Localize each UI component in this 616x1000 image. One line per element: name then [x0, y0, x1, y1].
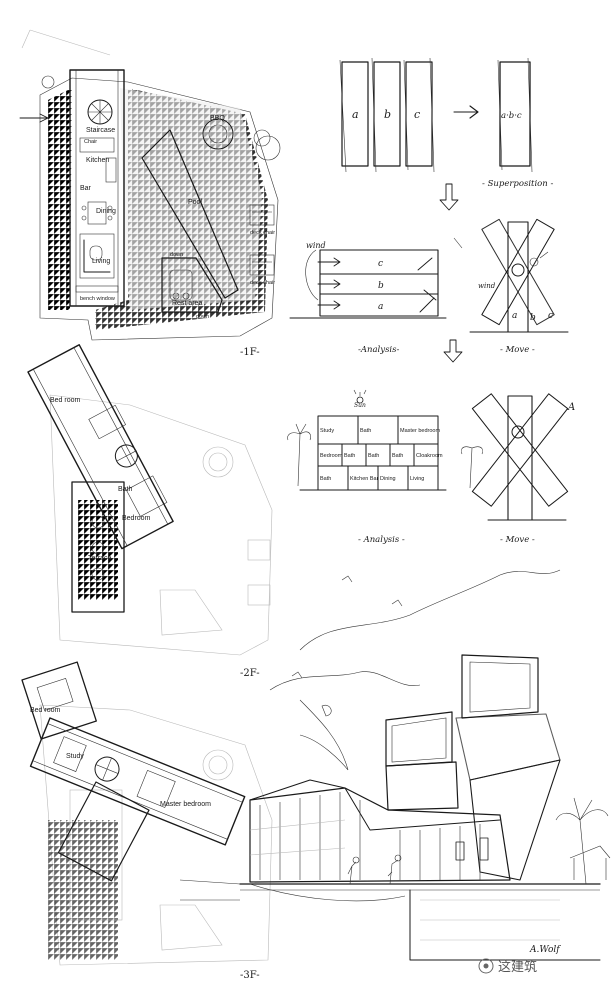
room-stair-label: Staircase	[86, 127, 115, 134]
room-block	[407, 465, 439, 491]
move-diagram-2: A - Move -	[471, 393, 575, 545]
strip-a-label: a	[352, 108, 359, 121]
room-block-label: Bath	[344, 453, 355, 459]
tower-box-top	[461, 654, 539, 719]
strip-rotated-2f	[27, 344, 174, 550]
layer-c-label: c	[378, 259, 383, 269]
room-block-label: Dining	[380, 476, 396, 482]
room-bar-label: Bar	[80, 185, 92, 192]
room-terrace-2f-label: Terrace	[88, 555, 111, 562]
superposition-caption: - Superposition -	[482, 179, 553, 189]
site-outline-3f	[39, 704, 273, 966]
strip-merged-label: a·b·c	[501, 111, 522, 121]
analysis-caption-1: -Analysis-	[358, 345, 400, 355]
room-deck2-label: deck chair	[250, 280, 275, 286]
room-down2-label: down	[196, 314, 209, 320]
watermark: 这建筑	[478, 958, 537, 975]
arrow-right	[453, 105, 479, 119]
room-master-3f-label: Master bedroom	[160, 801, 211, 808]
strip-top-3f	[21, 661, 97, 740]
strip-main-3f	[29, 717, 246, 846]
watermark-text: 这建筑	[498, 959, 537, 975]
strip-a	[341, 61, 369, 167]
plan-2f: Bed room Bath Bedroom Terrace -2F-	[27, 344, 273, 679]
room-pool-label: Pool	[188, 199, 202, 206]
room-bedroom-3f-label: Bed room	[30, 707, 61, 714]
move1-b-label: b	[530, 313, 536, 323]
move1-a-label: a	[512, 311, 517, 321]
floor-grid-1f	[48, 88, 72, 310]
layer-a-label: a	[378, 302, 383, 312]
main-volume	[249, 787, 511, 883]
analysis-caption-2: - Analysis -	[358, 535, 405, 545]
strip-secondary-3f	[57, 781, 150, 882]
plan-3f: Bed room Study Master bedroom -3F-	[21, 661, 273, 981]
room-living-label: Living	[92, 258, 110, 265]
room-deck1-label: deck chair	[250, 230, 275, 236]
room-bedroom-2f-label: Bed room	[50, 397, 81, 404]
room-block-label: Master bedroom	[400, 428, 440, 434]
room-block-label: Bath	[320, 476, 331, 482]
move-caption-2: - Move -	[500, 535, 535, 545]
move-diagram-1: a b c wind - Move -	[453, 218, 569, 355]
move1-c-label: c	[548, 311, 553, 321]
room-block-label: Study	[320, 428, 334, 434]
room-down1-label: down	[170, 252, 183, 258]
floor-label-3f: -3F-	[240, 970, 260, 981]
arrow-down-1	[439, 183, 459, 211]
sun-label: Sun	[354, 402, 366, 409]
room-block-label: Living	[410, 476, 424, 482]
plan-1f: Staircase Chair Kitchen Bar Dining Livin…	[19, 29, 281, 358]
room-bath-2f-label: Bath	[118, 486, 133, 493]
room-block-label: Bath	[360, 428, 371, 434]
floor-label-1f: -1F-	[240, 347, 260, 358]
room-block-label: Bath	[392, 453, 403, 459]
analysis-diagram-1: c b a wind -Analysis-	[289, 241, 463, 363]
room-bbq-label: BBQ	[210, 115, 225, 122]
room-block-label: Cloakroom	[416, 453, 443, 459]
superposition-diagram: a b c a·b·c - Superposition -	[339, 57, 553, 211]
room-study-3f-label: Study	[66, 753, 84, 760]
pool-1f	[141, 129, 239, 299]
bbq-1f	[202, 118, 234, 150]
wind-label-1: wind	[306, 241, 326, 250]
house-strip-1f	[69, 69, 125, 307]
site-outline-2f	[49, 394, 273, 656]
perspective-sketch: A.Wolf	[179, 569, 611, 961]
strip-b-label: b	[384, 108, 391, 121]
upper-box	[385, 711, 453, 767]
room-rest-label: Rest area	[172, 300, 202, 307]
strip-c-label: c	[414, 108, 420, 121]
move-caption-1: - Move -	[500, 345, 535, 355]
site-outline-1f	[39, 77, 279, 341]
room-block-label: Bedroom	[320, 453, 343, 459]
room-chair-label: Chair	[84, 139, 97, 145]
arrow-down-2	[443, 339, 463, 363]
room-bedroom2-2f-label: Bedroom	[122, 515, 151, 522]
signature: A.Wolf	[529, 945, 561, 955]
north-mark: A	[567, 402, 575, 413]
wind-label-2: wind	[478, 282, 496, 290]
room-bench-label: bench window	[80, 296, 115, 302]
room-block-label: Bath	[368, 453, 379, 459]
floor-label-2f: -2F-	[240, 668, 260, 679]
rest-area-1f	[161, 257, 223, 313]
room-block-label: Kitchen Bar	[350, 476, 379, 482]
courtyard-shade-1f	[120, 88, 262, 310]
layer-b-label: b	[378, 281, 384, 291]
room-dining-label: Dining	[96, 208, 116, 215]
room-kitchen-label: Kitchen	[86, 157, 109, 164]
